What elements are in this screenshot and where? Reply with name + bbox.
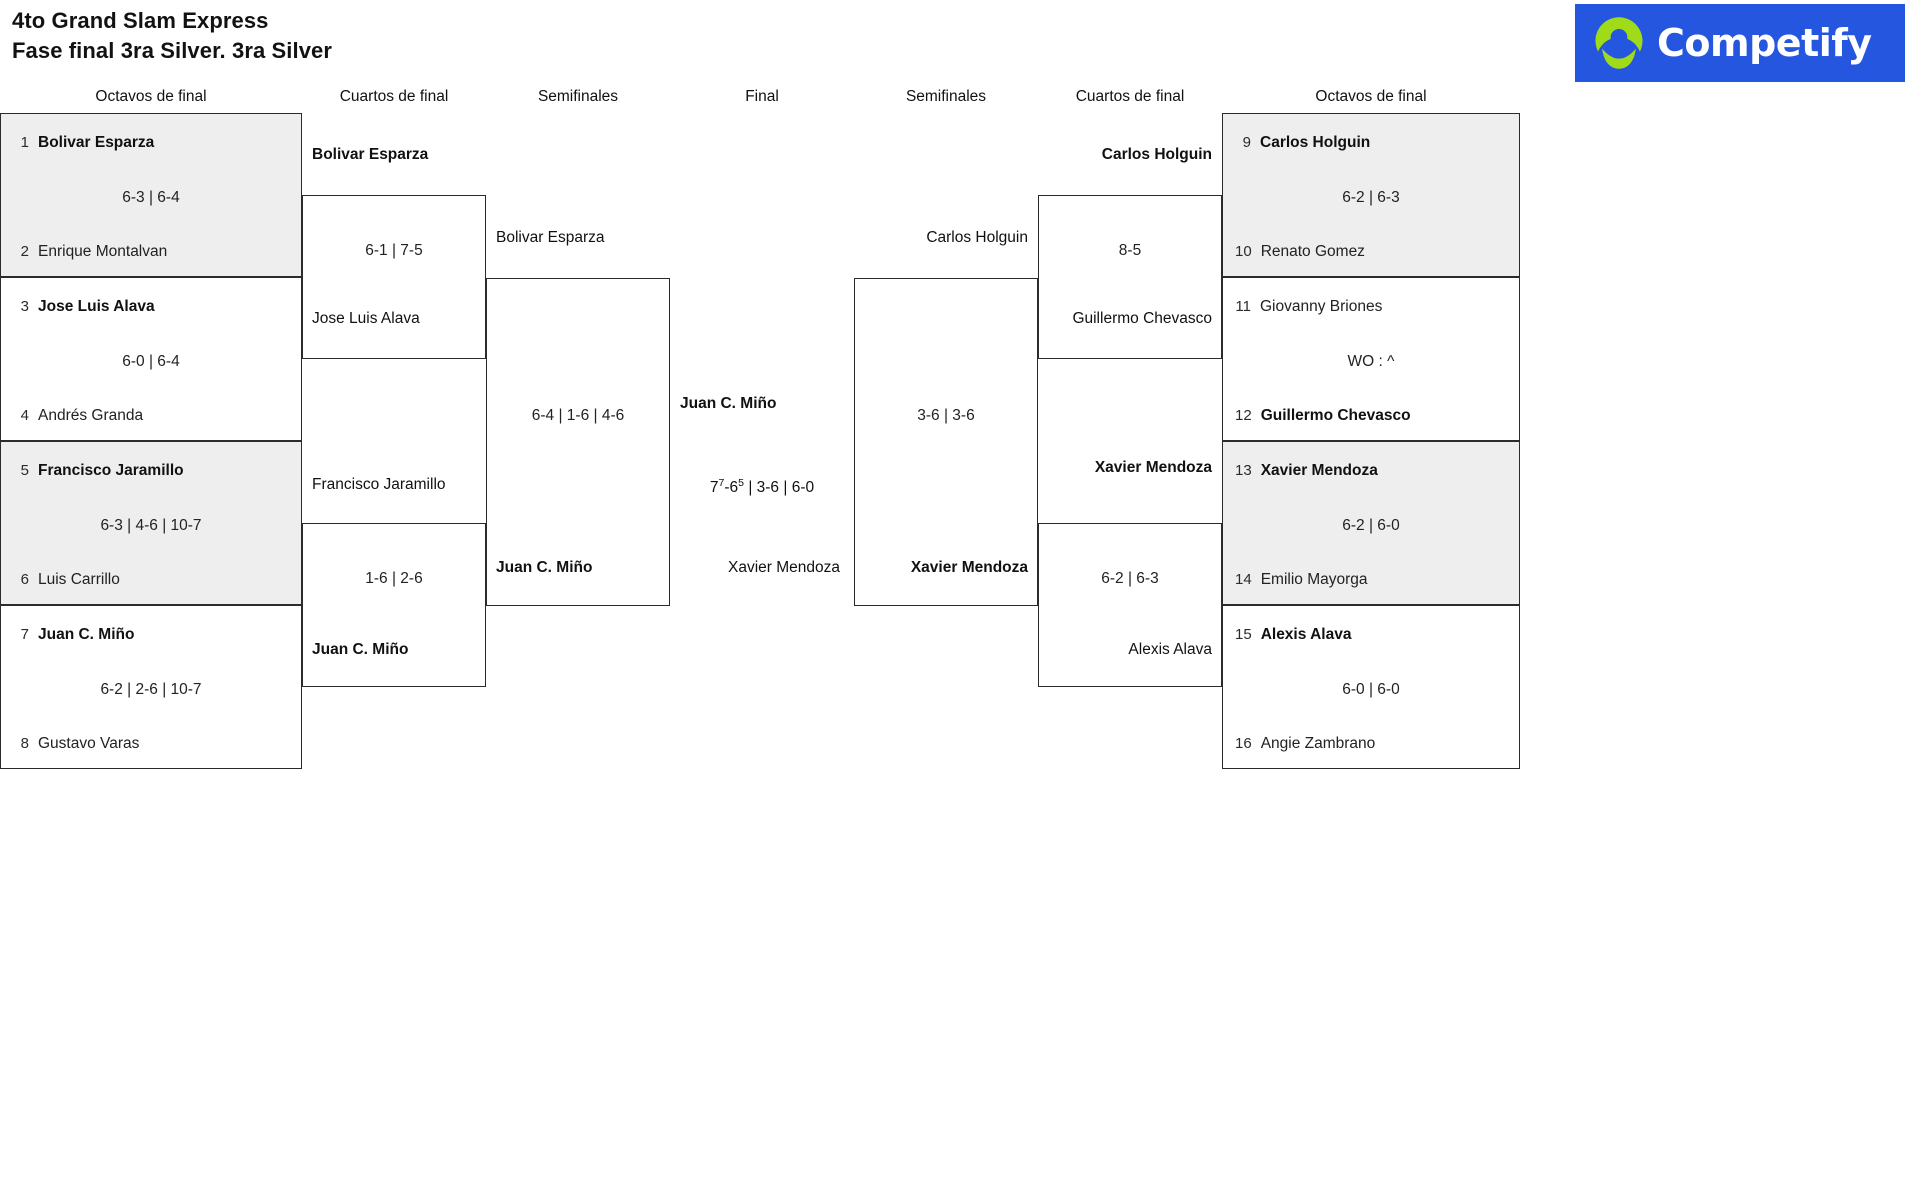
seed-number: 13 [1235,462,1252,479]
seed-number: 8 [20,735,29,752]
person-circle-icon [1591,15,1647,71]
qf-loser-name: Francisco Jaramillo [312,476,446,493]
player-name: Andrés Granda [38,407,144,424]
round-header-right-sf: Semifinales [905,88,987,105]
seed-number: 16 [1235,735,1252,752]
seed-number: 15 [1235,626,1252,643]
match-score: 6-3 | 4-6 | 10-7 [100,517,202,534]
match-score: 6-2 | 2-6 | 10-7 [100,681,202,698]
match-right-r16-4[interactable]: 15 Alexis Alava 6-0 | 6-0 16 Angie Zambr… [1222,605,1520,769]
final-winner-name: Juan C. Miño [680,395,777,412]
round-header-final: Final [745,88,779,105]
player-name: Xavier Mendoza [1260,462,1378,479]
bracket-body: 1 Bolivar Esparza 6-3 | 6-4 2 Enrique Mo… [0,113,1920,813]
seed-number: 14 [1235,571,1252,588]
qf-loser-name: Guillermo Chevasco [1072,310,1212,327]
match-left-r16-4[interactable]: 7 Juan C. Miño 6-2 | 2-6 | 10-7 8 Gustav… [0,605,302,769]
round-header-right-qf: Cuartos de final [1075,88,1185,105]
match-score: 1-6 | 2-6 [365,570,423,587]
player-name: Enrique Montalvan [38,243,168,260]
logo-wordmark: Competify [1657,21,1872,65]
player-name: Carlos Holguin [1260,134,1371,151]
qf-winner-name: Carlos Holguin [1101,146,1212,163]
player-name: Gustavo Varas [38,735,140,752]
match-score: WO : ^ [1347,353,1395,370]
match-left-r16-2[interactable]: 3 Jose Luis Alava 6-0 | 6-4 4 Andrés Gra… [0,277,302,441]
player-name: Angie Zambrano [1260,735,1376,752]
seed-number: 1 [20,134,29,151]
tournament-phase: Fase final 3ra Silver. 3ra Silver [12,38,333,63]
seed-number: 12 [1235,407,1252,424]
seed-number: 2 [20,243,29,260]
final-score: 77-65 | 3-6 | 6-0 [709,476,815,496]
match-score: 6-2 | 6-3 [1101,570,1159,587]
player-name: Francisco Jaramillo [38,462,184,479]
player-name: Emilio Mayorga [1260,571,1368,588]
player-name: Jose Luis Alava [38,298,155,315]
seed-number: 10 [1235,243,1252,260]
player-name: Renato Gomez [1260,243,1365,260]
sf-loser-name: Bolivar Esparza [496,229,605,246]
player-name: Bolivar Esparza [38,134,155,151]
match-right-r16-1[interactable]: 9 Carlos Holguin 6-2 | 6-3 10 Renato Gom… [1222,113,1520,277]
seed-number: 3 [20,298,29,315]
match-right-r16-2[interactable]: 11 Giovanny Briones WO : ^ 12 Guillermo … [1222,277,1520,441]
player-name: Alexis Alava [1260,626,1352,643]
player-name: Giovanny Briones [1260,298,1383,315]
seed-number: 4 [20,407,29,424]
match-score: 6-0 | 6-0 [1342,681,1400,698]
match-right-qf-2[interactable]: 6-2 | 6-3 [1038,523,1222,687]
match-score: 6-0 | 6-4 [122,353,180,370]
match-score: 6-1 | 7-5 [365,242,423,259]
final-loser-name: Xavier Mendoza [728,559,841,576]
player-name: Luis Carrillo [38,571,120,588]
match-right-qf-1[interactable]: 8-5 [1038,195,1222,359]
sf-winner-name: Juan C. Miño [496,559,593,576]
match-left-r16-1[interactable]: 1 Bolivar Esparza 6-3 | 6-4 2 Enrique Mo… [0,113,302,277]
qf-winner-name: Xavier Mendoza [1094,459,1212,476]
match-score: 8-5 [1118,242,1142,259]
qf-loser-name: Jose Luis Alava [312,310,420,327]
page-title: 4to Grand Slam Express Fase final 3ra Si… [12,6,332,66]
match-left-qf-1[interactable]: 6-1 | 7-5 [302,195,486,359]
qf-winner-name: Juan C. Miño [312,641,409,658]
qf-loser-name: Alexis Alava [1128,641,1212,658]
seed-number: 9 [1242,134,1251,151]
match-left-r16-3[interactable]: 5 Francisco Jaramillo 6-3 | 4-6 | 10-7 6… [0,441,302,605]
match-left-sf-1[interactable]: 6-4 | 1-6 | 4-6 [486,278,670,606]
match-score: 6-4 | 1-6 | 4-6 [531,407,625,424]
round-header-left-qf: Cuartos de final [339,88,449,105]
qf-winner-name: Bolivar Esparza [312,146,429,163]
round-header-right-r16: Octavos de final [1315,88,1427,105]
tournament-name: 4to Grand Slam Express [12,8,269,33]
competify-logo: Competify [1575,4,1905,82]
match-score: 6-2 | 6-0 [1342,517,1400,534]
seed-number: 7 [20,626,29,643]
sf-loser-name: Carlos Holguin [926,229,1028,246]
match-left-qf-2[interactable]: 1-6 | 2-6 [302,523,486,687]
round-header-left-sf: Semifinales [537,88,619,105]
match-right-r16-3[interactable]: 13 Xavier Mendoza 6-2 | 6-0 14 Emilio Ma… [1222,441,1520,605]
sf-winner-name: Xavier Mendoza [910,559,1028,576]
player-name: Juan C. Miño [38,626,135,643]
match-right-sf-1[interactable]: 3-6 | 3-6 [854,278,1038,606]
seed-number: 5 [20,462,29,479]
match-score: 6-3 | 6-4 [122,189,180,206]
match-score: 6-2 | 6-3 [1342,189,1400,206]
match-score: 3-6 | 3-6 [917,407,975,424]
seed-number: 11 [1235,298,1251,315]
round-header-left-r16: Octavos de final [95,88,207,105]
player-name: Guillermo Chevasco [1260,407,1411,424]
seed-number: 6 [20,571,29,588]
